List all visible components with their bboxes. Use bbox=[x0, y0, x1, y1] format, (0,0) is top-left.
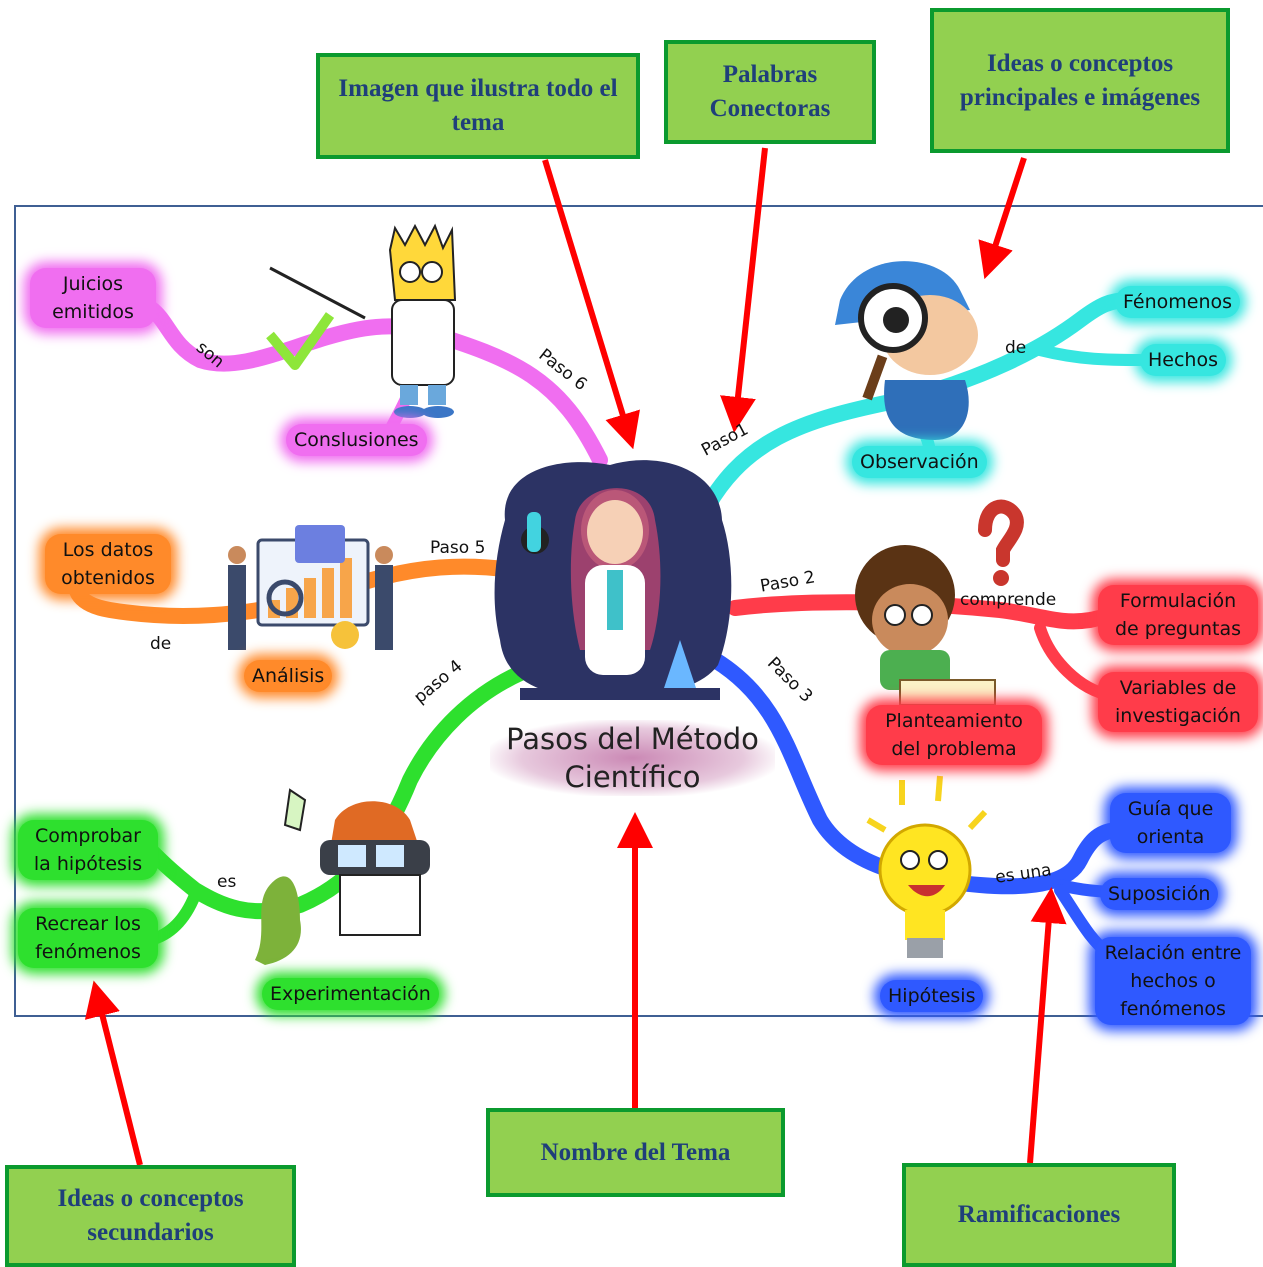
node-juicios: Juicios emitidos bbox=[30, 268, 156, 328]
callout-branches: Ramificaciones bbox=[902, 1163, 1176, 1267]
scientist-woman-icon bbox=[494, 460, 732, 700]
bart-teacher-icon bbox=[269, 223, 457, 418]
callout-secondary: Ideas o conceptos secundarios bbox=[5, 1165, 296, 1267]
node-fenomenos: Fénomenos bbox=[1115, 286, 1241, 318]
node-hipotesis: Hipótesis bbox=[880, 980, 984, 1012]
step-label-5: Paso 5 bbox=[430, 538, 486, 558]
node-analisis: Análisis bbox=[244, 660, 333, 692]
callout-topic-name: Nombre del Tema bbox=[486, 1108, 785, 1197]
connector-de-observacion: de bbox=[1005, 338, 1027, 358]
thinking-boy-icon bbox=[855, 545, 996, 706]
node-suposicion: Suposición bbox=[1100, 878, 1219, 910]
callout-image: Imagen que ilustra todo el tema bbox=[316, 53, 640, 159]
node-comprobar: Comprobar la hipótesis bbox=[18, 820, 158, 880]
data-analysis-icon bbox=[228, 525, 393, 650]
node-guia: Guía que orienta bbox=[1110, 793, 1231, 853]
callout-arrows bbox=[84, 147, 1067, 1166]
node-formulacion: Formulación de preguntas bbox=[1098, 585, 1258, 645]
node-planteamiento: Planteamiento del problema bbox=[866, 705, 1042, 765]
question-mark-icon bbox=[978, 499, 1024, 586]
check-mark-icon bbox=[266, 312, 335, 370]
callout-connectors: Palabras Conectoras bbox=[664, 40, 876, 144]
connector-de-analisis: de bbox=[150, 634, 172, 654]
detective-magnifier-icon bbox=[835, 261, 978, 462]
node-relacion: Relación entre hechos o fenómenos bbox=[1095, 937, 1251, 1025]
callout-main-ideas: Ideas o conceptos principales e imágenes bbox=[930, 8, 1230, 153]
central-title: Pasos del Método Científico bbox=[490, 720, 775, 796]
connector-comprende: comprende bbox=[960, 590, 1057, 610]
node-experimentacion: Experimentación bbox=[262, 978, 439, 1010]
node-conclusiones: Conslusiones bbox=[286, 424, 427, 456]
node-variables: Variables de investigación bbox=[1098, 672, 1258, 732]
node-hechos: Hechos bbox=[1140, 344, 1226, 376]
connector-es: es bbox=[217, 872, 237, 892]
light-bulb-icon bbox=[866, 775, 988, 958]
node-datos: Los datos obtenidos bbox=[45, 534, 171, 594]
branch-paso6 bbox=[112, 292, 608, 468]
node-observacion: Observación bbox=[852, 446, 987, 478]
dexter-lab-icon bbox=[255, 788, 430, 965]
node-recrear: Recrear los fenómenos bbox=[18, 908, 158, 968]
mind-map-frame bbox=[14, 205, 1263, 1017]
